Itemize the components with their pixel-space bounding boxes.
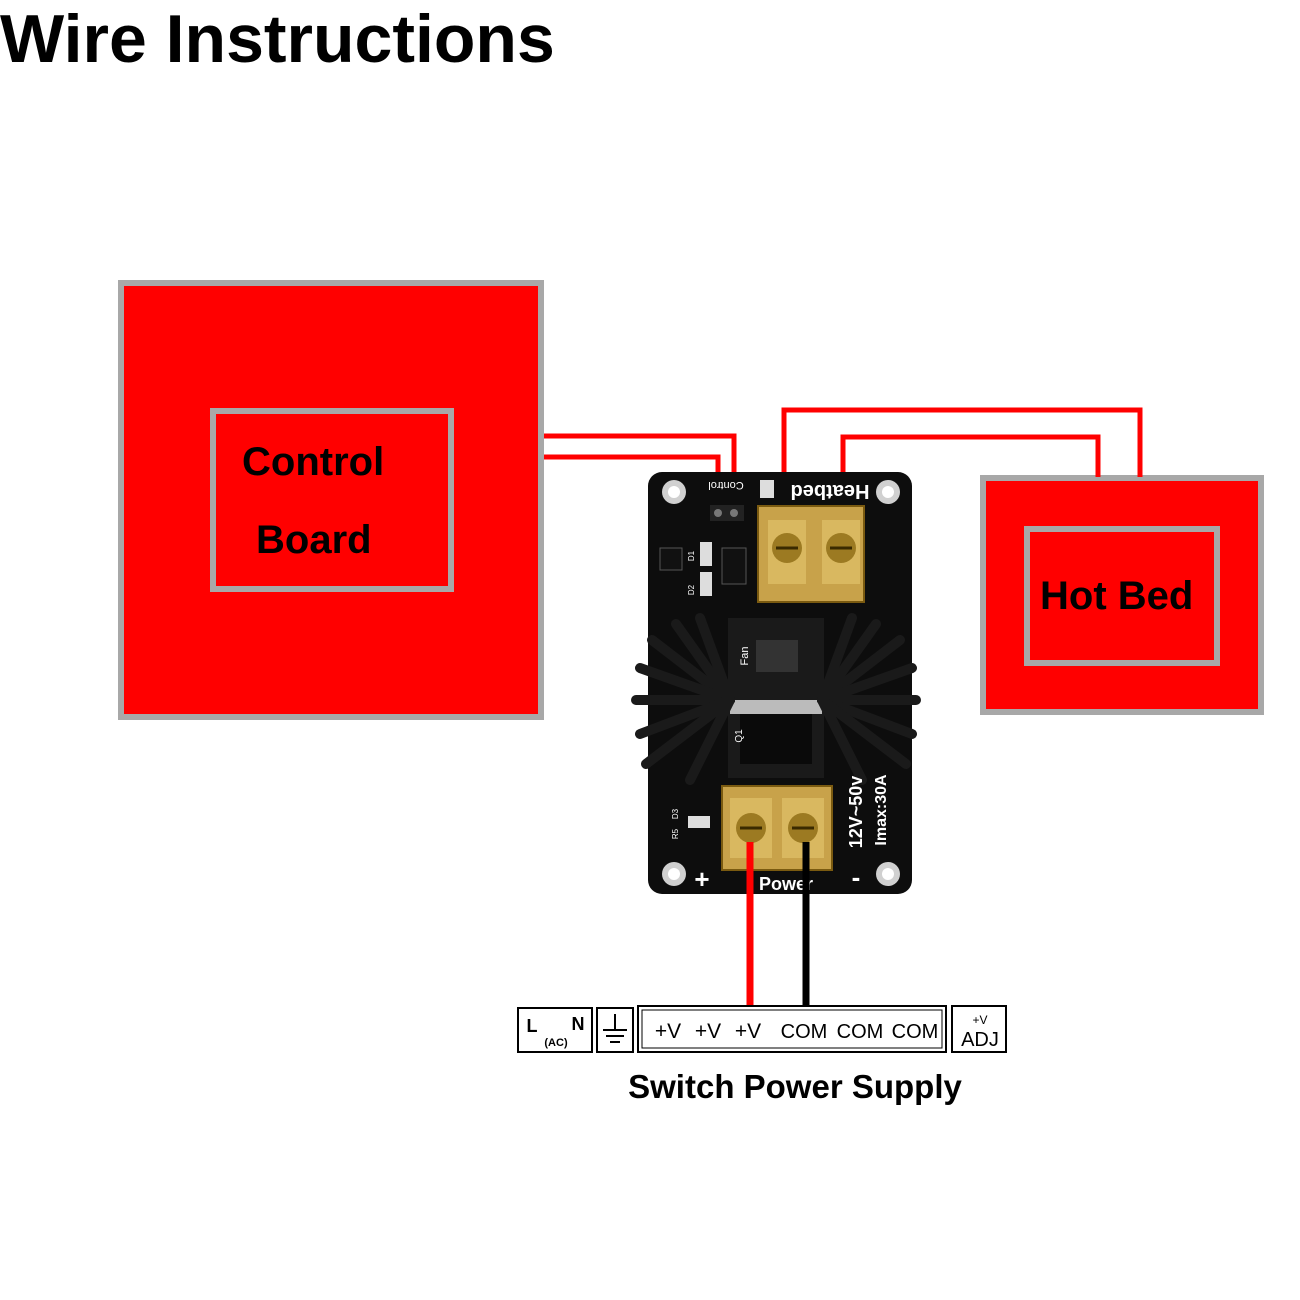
diagram-title: Wire Instructions bbox=[0, 1, 555, 77]
psu-terminal-strip bbox=[517, 1005, 1007, 1053]
psu-terminal-5: COM bbox=[837, 1021, 884, 1043]
control-board-label-line1: Control bbox=[242, 440, 385, 484]
psu-terminal-3: +V bbox=[735, 1020, 761, 1043]
module-q1-label: Q1 bbox=[734, 729, 745, 743]
psu-terminal-1: +V bbox=[655, 1020, 681, 1043]
mosfet-module bbox=[631, 472, 921, 894]
control-board-label-line2: Board bbox=[256, 518, 372, 562]
psu-adj-label: ADJ bbox=[961, 1029, 999, 1051]
module-power-label: Power bbox=[759, 874, 813, 894]
psu-n-label: N bbox=[572, 1014, 585, 1034]
control-board-inner bbox=[210, 408, 454, 592]
psu-adj-top-label: +V bbox=[972, 1013, 987, 1027]
module-fan-label: Fan bbox=[739, 647, 751, 666]
hotbed-wire-1 bbox=[781, 407, 1143, 520]
psu-terminal-6: COM bbox=[892, 1021, 939, 1043]
hot-bed-label: Hot Bed bbox=[1040, 574, 1194, 618]
psu-terminal-2: +V bbox=[695, 1020, 721, 1043]
module-r5-label: R5 bbox=[671, 828, 680, 839]
psu-terminal-4: COM bbox=[781, 1021, 828, 1043]
hot-bed-inner bbox=[1024, 526, 1220, 666]
psu-l-label: L bbox=[527, 1016, 538, 1036]
module-d1-label: D1 bbox=[687, 550, 696, 561]
module-heatbed-label: Heatbed bbox=[791, 480, 870, 502]
psu-title: Switch Power Supply bbox=[628, 1068, 962, 1105]
module-minus-label: - bbox=[852, 862, 861, 892]
module-d2-label: D2 bbox=[687, 584, 696, 595]
psu-ac-label: (AC) bbox=[544, 1037, 568, 1049]
module-voltage-label: 12V~50v bbox=[846, 776, 866, 849]
module-control-label: Control bbox=[708, 479, 743, 491]
module-current-label: Imax:30A bbox=[873, 774, 890, 846]
module-d3-label: D3 bbox=[671, 808, 680, 819]
module-plus-label: + bbox=[694, 864, 709, 894]
